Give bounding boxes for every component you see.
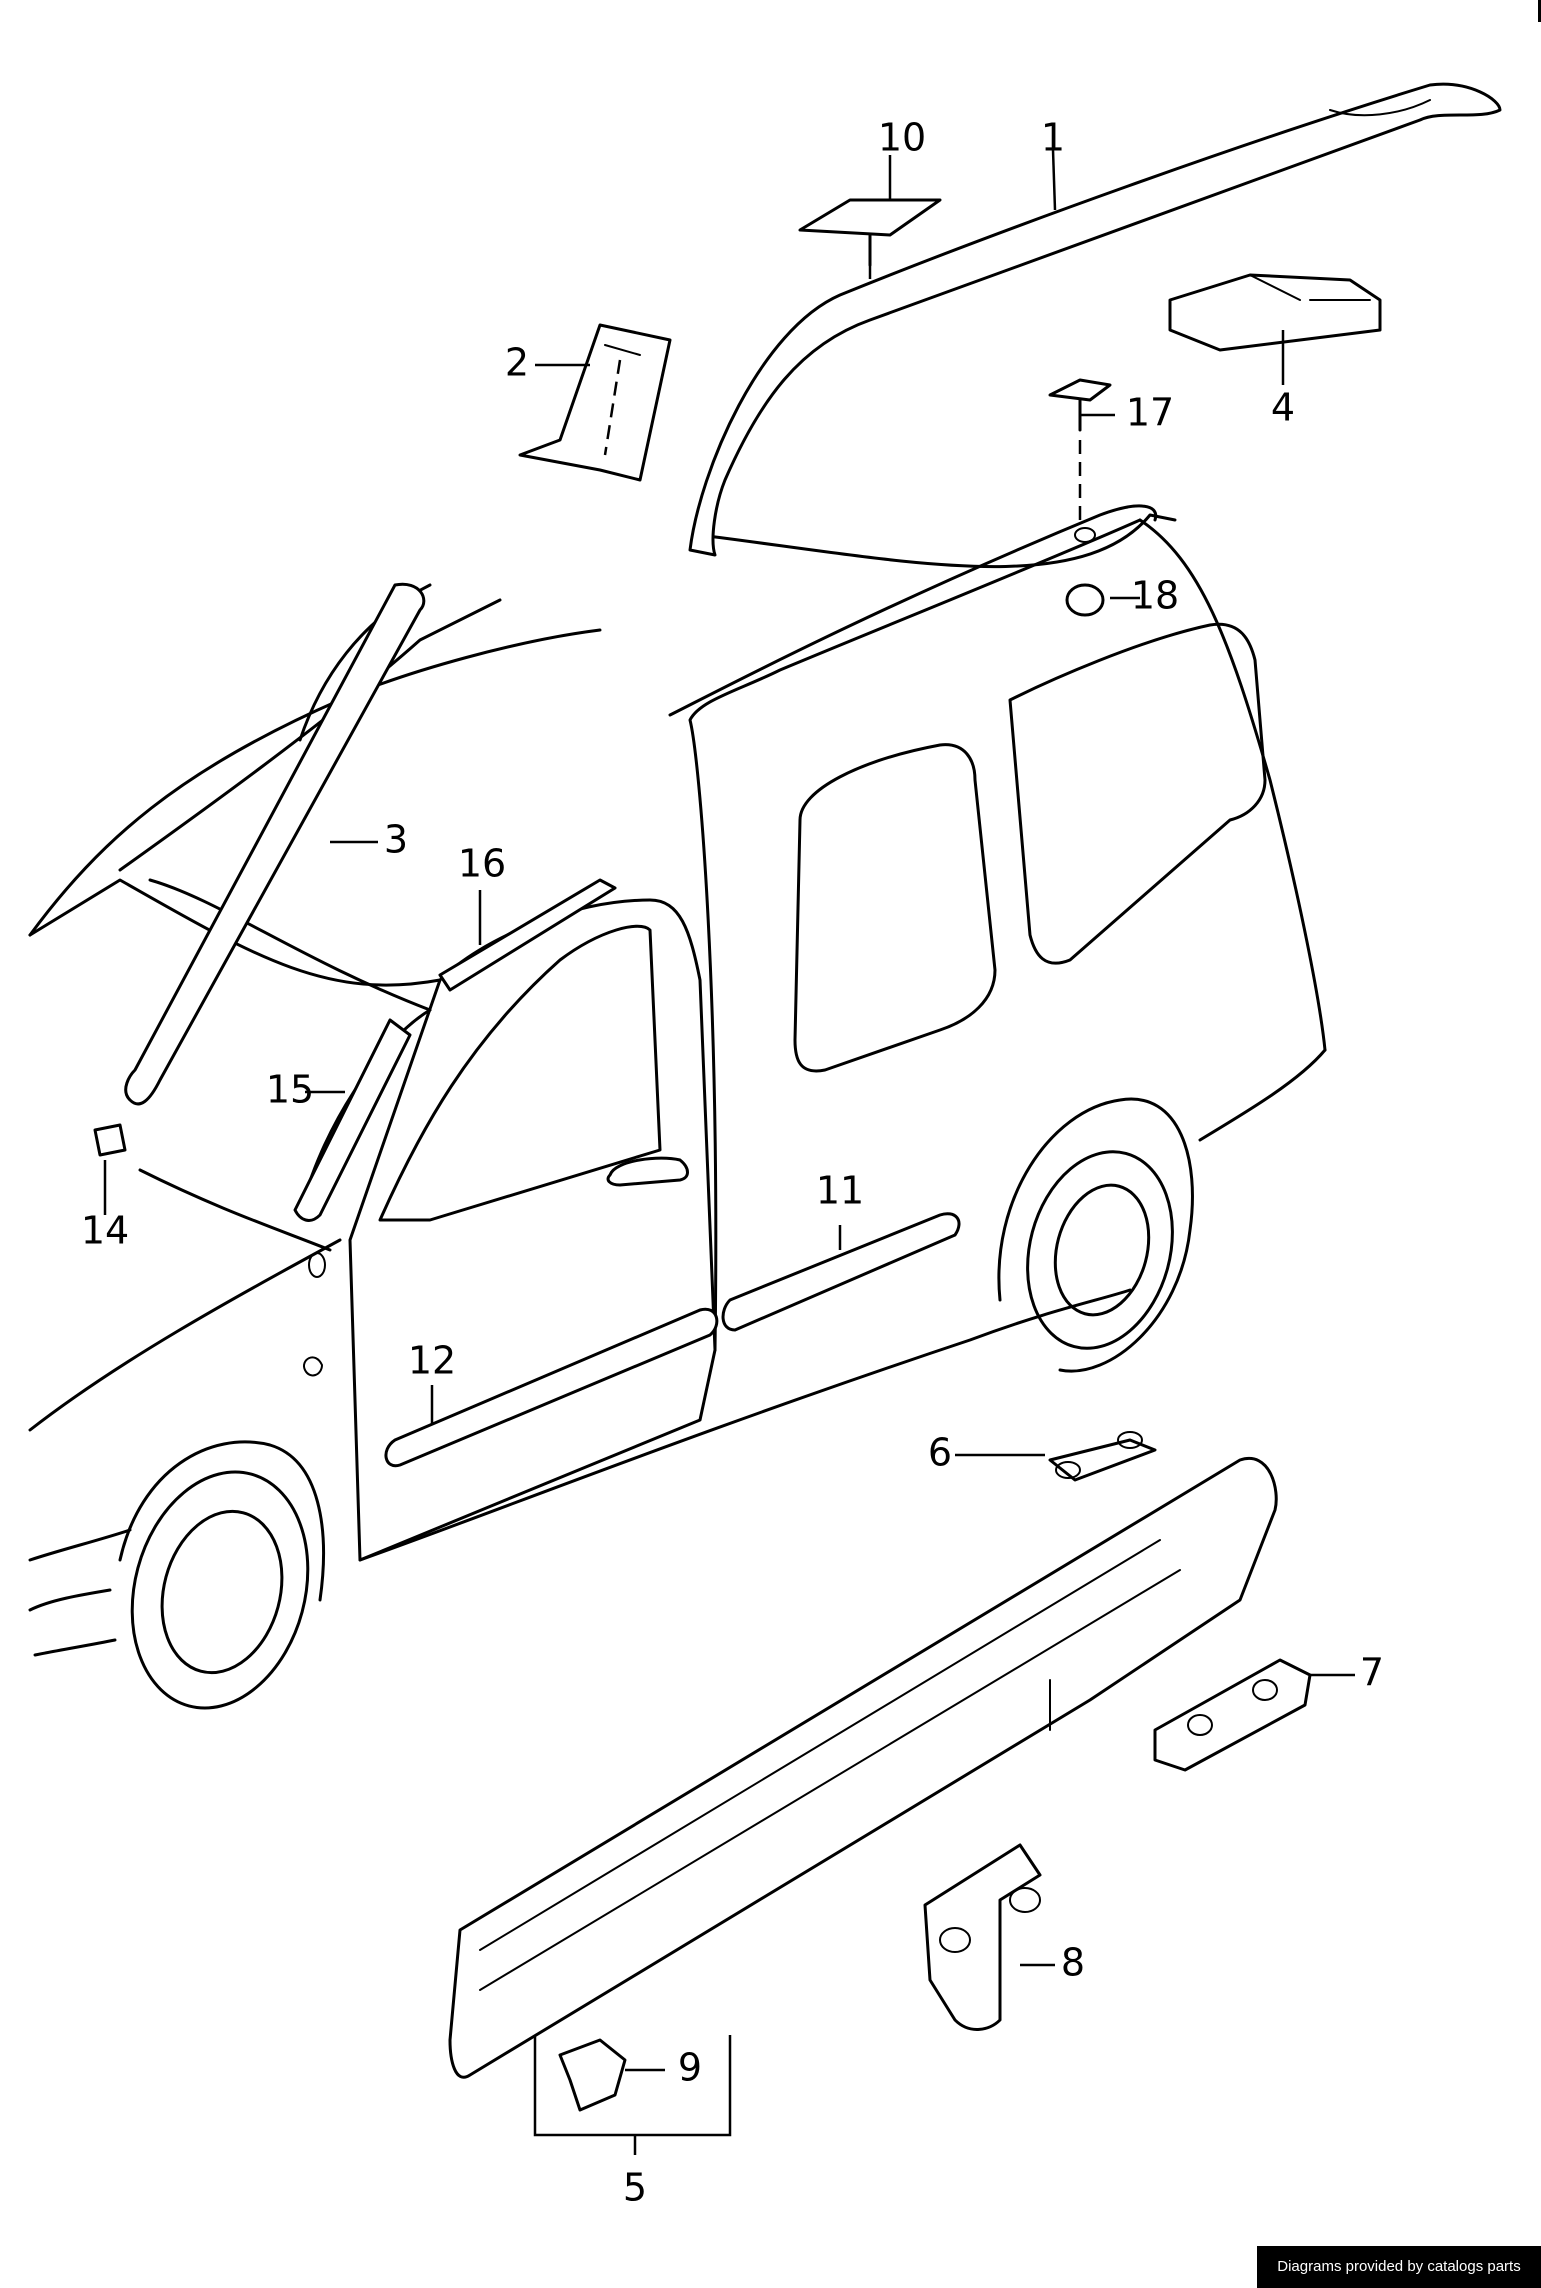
nut-part-18 — [1065, 583, 1105, 617]
bracket-part-4 — [1168, 273, 1382, 352]
clip-part-9 — [558, 2038, 627, 2112]
bracket-part-8 — [923, 1843, 1042, 2031]
leader-lines — [103, 149, 1355, 2072]
callout-12: 12 — [408, 1339, 456, 1383]
callout-9: 9 — [678, 2046, 702, 2090]
callout-17: 17 — [1126, 391, 1174, 435]
clip-part-6 — [1048, 1438, 1157, 1482]
callout-10: 10 — [878, 116, 926, 160]
windshield-trim-part-15 — [293, 1018, 412, 1222]
callout-14: 14 — [81, 1209, 129, 1253]
callout-5: 5 — [623, 2166, 647, 2210]
callout-6: 6 — [928, 1431, 952, 1475]
roof-rail-part — [688, 82, 1502, 557]
callout-18: 18 — [1131, 574, 1179, 618]
clip-part-14 — [93, 1123, 127, 1157]
callout-2: 2 — [505, 341, 529, 385]
plate-part-10 — [798, 198, 942, 237]
a-pillar-trim-part — [124, 582, 426, 1106]
sill-panel-part-5 — [448, 1456, 1278, 2079]
callout-16: 16 — [458, 842, 506, 886]
callout-15: 15 — [266, 1068, 314, 1112]
callout-1: 1 — [1041, 116, 1065, 160]
callout-8: 8 — [1061, 1941, 1085, 1985]
seal-strip-part-16 — [438, 878, 617, 992]
diagram-credit: Diagrams provided by catalogs parts — [1257, 2246, 1541, 2288]
callout-3: 3 — [384, 818, 408, 862]
side-moulding-part-11 — [721, 1212, 961, 1332]
screw-part-17 — [1048, 378, 1112, 402]
callout-7: 7 — [1360, 1651, 1384, 1695]
callout-4: 4 — [1271, 386, 1295, 430]
side-moulding-part-12 — [384, 1307, 719, 1468]
callout-11: 11 — [816, 1169, 864, 1213]
page-corner-mark — [1538, 0, 1541, 22]
bracket-part-7 — [1153, 1658, 1312, 1772]
clip-part-2 — [518, 323, 672, 482]
